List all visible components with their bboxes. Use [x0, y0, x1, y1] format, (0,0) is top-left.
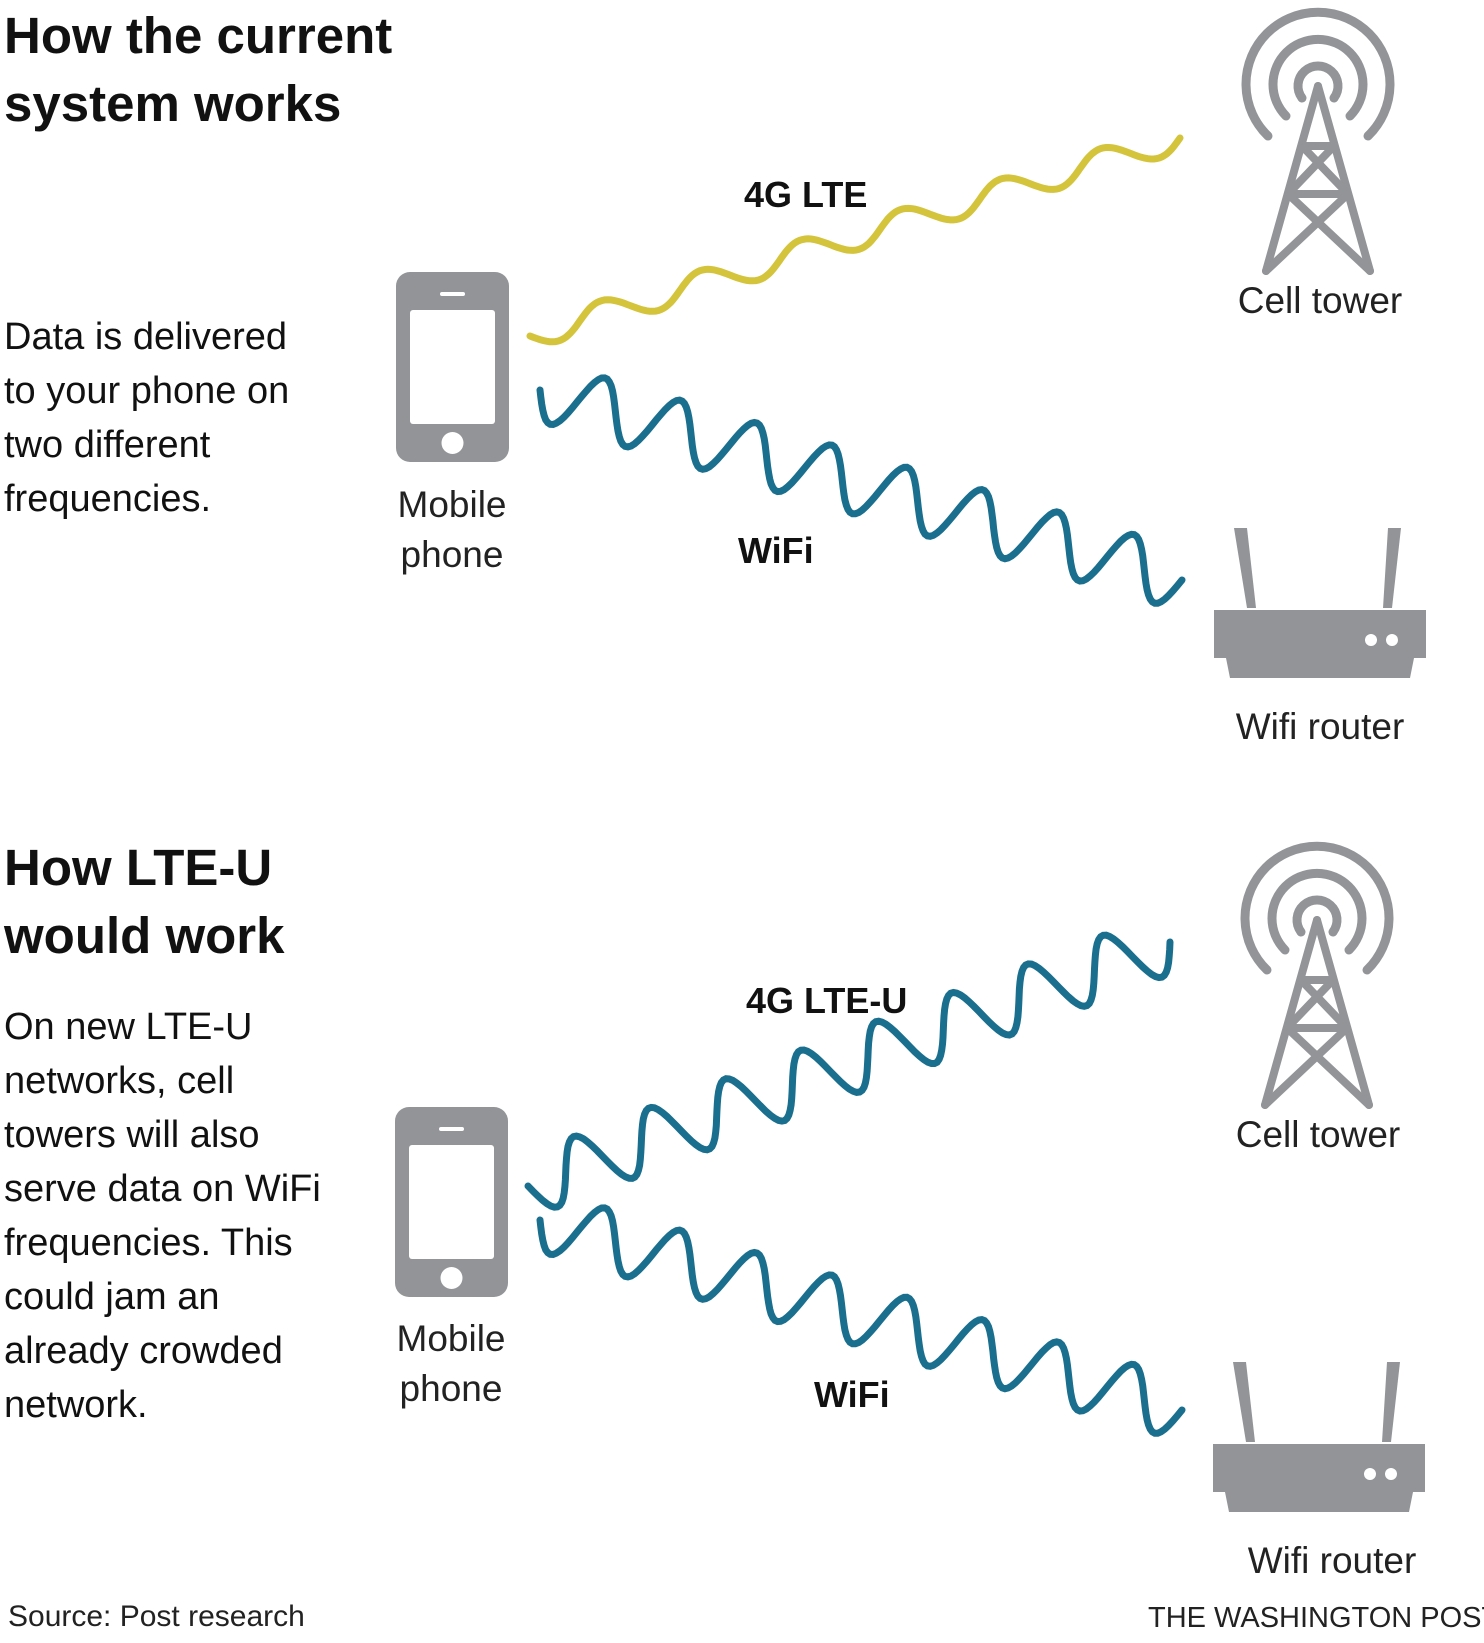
cell-tower-icon [1245, 846, 1389, 1105]
wifi-wave [536, 1204, 1186, 1437]
section-heading: How the current system works [4, 7, 393, 132]
lte-u-label: 4G LTE-U [746, 980, 908, 1021]
publisher-credit: THE WASHINGTON POST [1148, 1602, 1484, 1634]
wifi-router-icon [1214, 528, 1426, 678]
phone-icon [396, 272, 509, 462]
lte-u-wave [524, 931, 1174, 1211]
cell-tower-label: Cell tower [1235, 1114, 1401, 1155]
section-description: On new LTE-U networks, cell towers will … [4, 1006, 321, 1426]
phone-icon [395, 1107, 508, 1297]
section-description: Data is delivered to your phone on two d… [4, 316, 290, 520]
cell-tower-icon [1246, 12, 1390, 271]
wifi-wave [536, 374, 1186, 607]
cell-tower-label: Cell tower [1237, 280, 1403, 321]
wifi-label: WiFi [814, 1374, 890, 1415]
phone-label: Mobile phone [396, 1318, 506, 1409]
lte-label: 4G LTE [744, 174, 868, 215]
wifi-router-icon [1213, 1362, 1425, 1512]
wifi-label: WiFi [738, 530, 814, 571]
section-heading: How LTE-U would work [4, 839, 285, 964]
wifi-router-label: Wifi router [1235, 706, 1405, 747]
lte-wave [526, 134, 1184, 346]
wifi-router-label: Wifi router [1247, 1540, 1417, 1581]
source-note: Source: Post research [8, 1600, 305, 1633]
phone-label: Mobile phone [397, 484, 507, 575]
